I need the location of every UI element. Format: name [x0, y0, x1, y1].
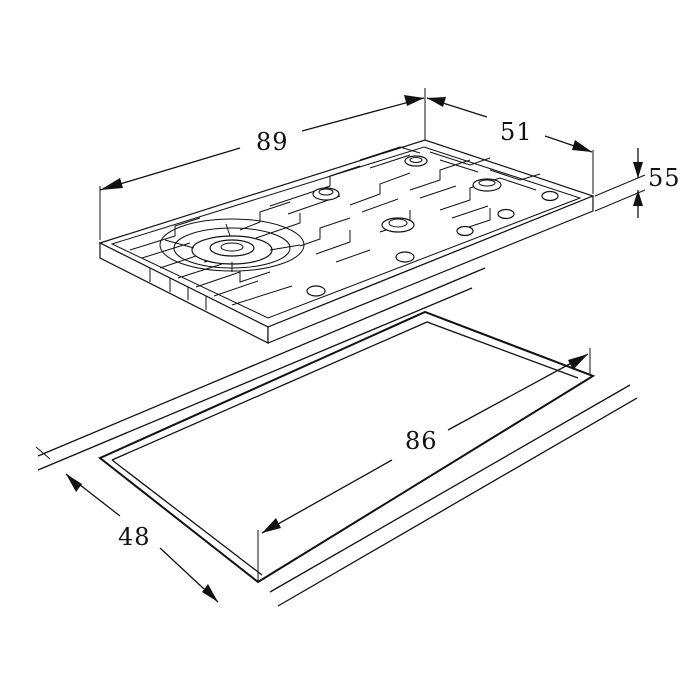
control-knob	[395, 251, 415, 263]
dimension-cutout-depth: 48	[35, 446, 219, 603]
hob-right-edge	[267, 195, 594, 344]
cutout-depth-label: 48	[118, 523, 151, 551]
countertop	[37, 267, 638, 607]
control-knobs	[306, 190, 559, 297]
cutout-opening	[98, 310, 596, 584]
control-knob	[306, 285, 326, 297]
dimension-cutout-width: 86	[257, 348, 591, 582]
burner-back-middle	[404, 155, 428, 167]
width-label: 89	[256, 128, 289, 156]
dimension-width: 89	[99, 88, 426, 240]
control-knob	[541, 190, 559, 202]
wok-burner	[159, 218, 305, 272]
hob-appliance	[98, 139, 595, 344]
height-label: 55	[648, 164, 681, 192]
pan-supports	[129, 146, 541, 310]
dimension-height: 55	[594, 148, 681, 218]
burner-back-left	[312, 187, 340, 201]
burner-front-middle	[381, 217, 415, 233]
dimension-depth: 51	[426, 97, 594, 194]
burner-back-right	[472, 178, 502, 192]
control-knob	[456, 225, 474, 237]
hob-inner-frame	[110, 146, 582, 319]
cutout-width-label: 86	[405, 427, 438, 455]
depth-label: 51	[500, 118, 533, 146]
control-knob	[497, 208, 515, 220]
